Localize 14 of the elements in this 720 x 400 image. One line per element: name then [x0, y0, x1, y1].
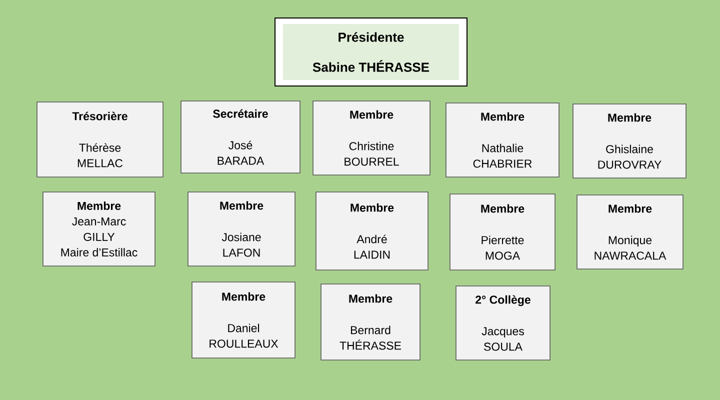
member-box: Membre André LAIDIN — [316, 192, 428, 270]
member-box: 2° Collège Jacques SOULA — [456, 286, 550, 360]
member-box: Membre Pierrette MOGA — [450, 194, 556, 270]
member-box: Membre Nathalie CHABRIER — [446, 102, 560, 178]
member-box: Trésorière Thérèse MELLAC — [36, 102, 164, 178]
member-box: Membre Josiane LAFON — [188, 192, 296, 266]
member-box: Membre Daniel ROULLEAUX — [192, 282, 296, 358]
member-box: Membre Monique NAWRACALA — [576, 194, 684, 270]
member-box: Membre Bernard THÉRASSE — [320, 284, 420, 360]
member-box: Secrétaire José BARADA — [180, 100, 300, 174]
member-box: Membre Ghislaine DUROVRAY — [572, 104, 686, 178]
president-box: Présidente Sabine THÉRASSE — [274, 18, 468, 86]
member-box: Membre Jean-Marc GILLY Maire d’Estillac — [42, 192, 156, 266]
member-box: Membre Christine BOURREL — [312, 100, 430, 176]
